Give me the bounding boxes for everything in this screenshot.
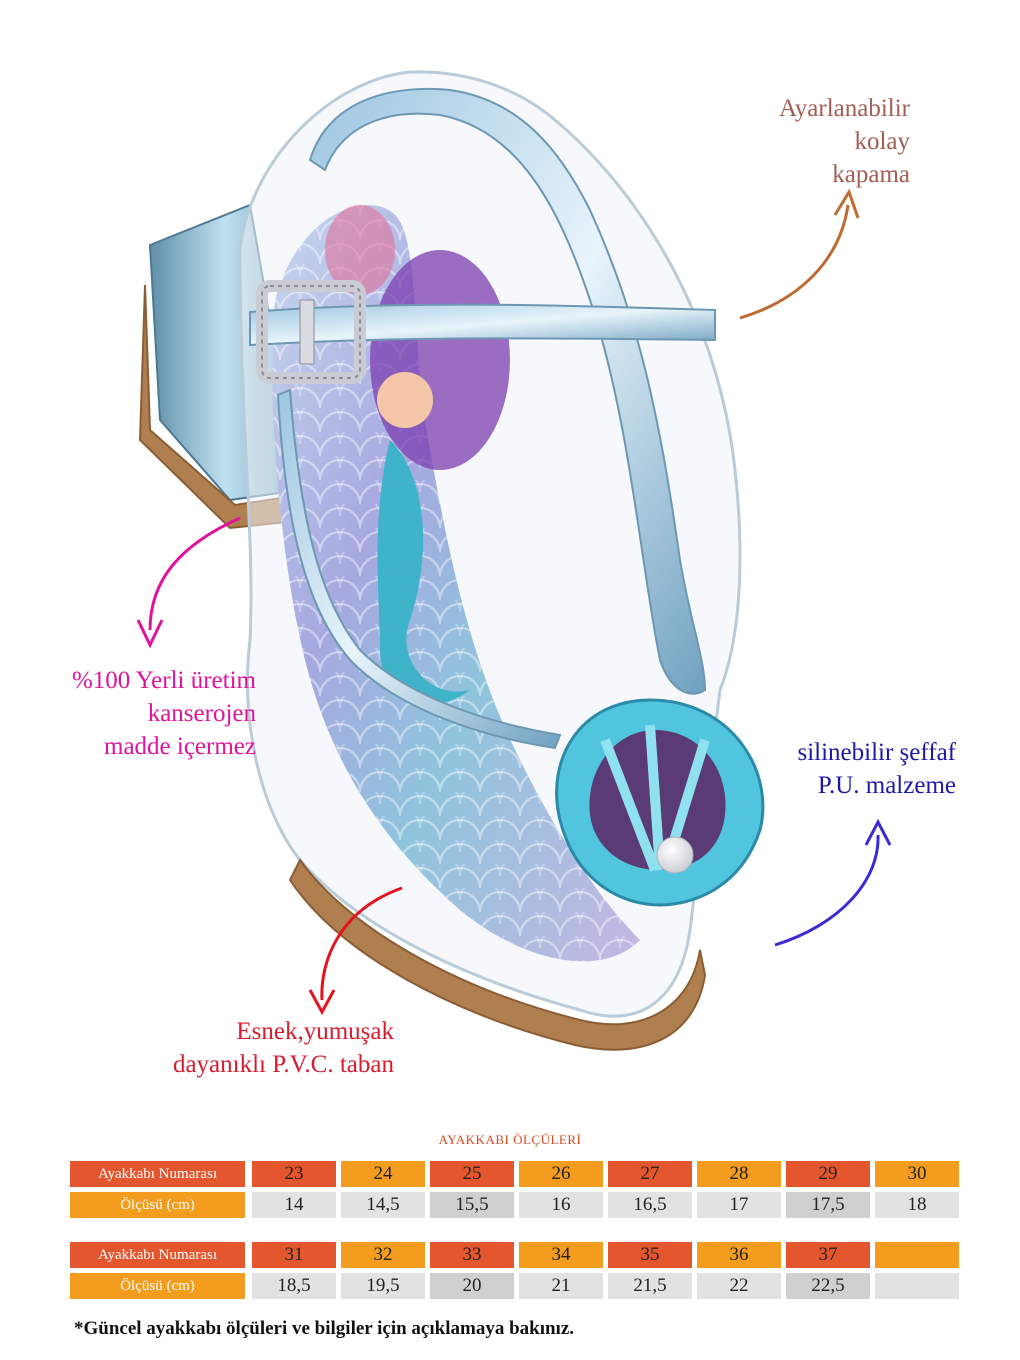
note-line: kanserojen [147, 700, 256, 727]
size-number: 34 [519, 1242, 603, 1268]
note-local-production: %100 Yerli üretim kanserojen madde içerm… [20, 664, 256, 763]
arrow-sole [320, 886, 403, 1001]
size-cm: 18 [875, 1192, 959, 1218]
size-number: 24 [341, 1161, 425, 1187]
size-cm: 14 [252, 1192, 336, 1218]
size-number: 23 [252, 1161, 336, 1187]
note-line: %100 Yerli üretim [71, 667, 256, 694]
note-line: P.U. malzeme [817, 772, 956, 799]
note-line: Esnek,yumuşak [236, 1018, 394, 1045]
size-number: 36 [697, 1242, 781, 1268]
size-number: 28 [697, 1161, 781, 1187]
arrow-closure [739, 204, 850, 320]
size-cm: 21 [519, 1273, 603, 1299]
mermaid-tail [377, 440, 470, 705]
size-cm: 19,5 [341, 1273, 425, 1299]
size-cm: 22,5 [786, 1273, 870, 1299]
size-number: 32 [341, 1242, 425, 1268]
size-number: 31 [252, 1242, 336, 1268]
note-line: kapama [832, 161, 910, 188]
size-number: 27 [608, 1161, 692, 1187]
size-cm: 16 [519, 1192, 603, 1218]
size-cm: 16,5 [608, 1192, 692, 1218]
pearl [656, 836, 694, 874]
note-line: Ayarlanabilir [779, 95, 910, 122]
size-number: 33 [430, 1242, 514, 1268]
note-adjustable-closure: Ayarlanabilir kolay kapama [690, 92, 910, 191]
shoe-product-image [136, 70, 892, 1051]
note-pu-material: silinebilir şeffaf P.U. malzeme [700, 736, 956, 802]
note-line: silinebilir şeffaf [797, 739, 956, 766]
mermaid-face [377, 372, 433, 428]
note-line: madde içermez [104, 733, 256, 760]
size-cm: 17 [697, 1192, 781, 1218]
note-pvc-sole: Esnek,yumuşak dayanıklı P.V.C. taban [130, 1015, 394, 1081]
arrow-local [148, 516, 241, 631]
ankle-strap [249, 303, 716, 347]
size-table-title: AYAKKABI ÖLÇÜLERİ [438, 1132, 582, 1147]
shoe-sole [288, 858, 707, 1051]
size-cm: 21,5 [608, 1273, 692, 1299]
size-number: 37 [786, 1242, 870, 1268]
topline-trim [308, 87, 707, 695]
size-number [875, 1242, 959, 1268]
shell-ornament [555, 698, 765, 907]
size-footnote: *Güncel ayakkabı ölçüleri ve bilgiler iç… [74, 1318, 575, 1339]
arrow-pu [774, 834, 880, 947]
size-number: 25 [430, 1161, 514, 1187]
row-label: Ayakkabı Numarası [70, 1242, 245, 1268]
size-cm: 15,5 [430, 1192, 514, 1218]
note-line: dayanıklı P.V.C. taban [172, 1051, 394, 1078]
size-cm [875, 1273, 959, 1299]
size-cm: 17,5 [786, 1192, 870, 1218]
size-number: 35 [608, 1242, 692, 1268]
size-number: 30 [875, 1161, 959, 1187]
row-label: Ölçüsü (cm) [70, 1273, 245, 1299]
row-label: Ayakkabı Numarası [70, 1161, 245, 1187]
size-number: 26 [519, 1161, 603, 1187]
size-cm: 22 [697, 1273, 781, 1299]
row-label: Ölçüsü (cm) [70, 1192, 245, 1218]
size-cm: 18,5 [252, 1273, 336, 1299]
size-cm: 14,5 [341, 1192, 425, 1218]
size-cm: 20 [430, 1273, 514, 1299]
size-number: 29 [786, 1161, 870, 1187]
rhinestone-buckle [256, 280, 366, 384]
note-line: kolay [854, 128, 910, 155]
mermaid-hair [370, 250, 510, 470]
